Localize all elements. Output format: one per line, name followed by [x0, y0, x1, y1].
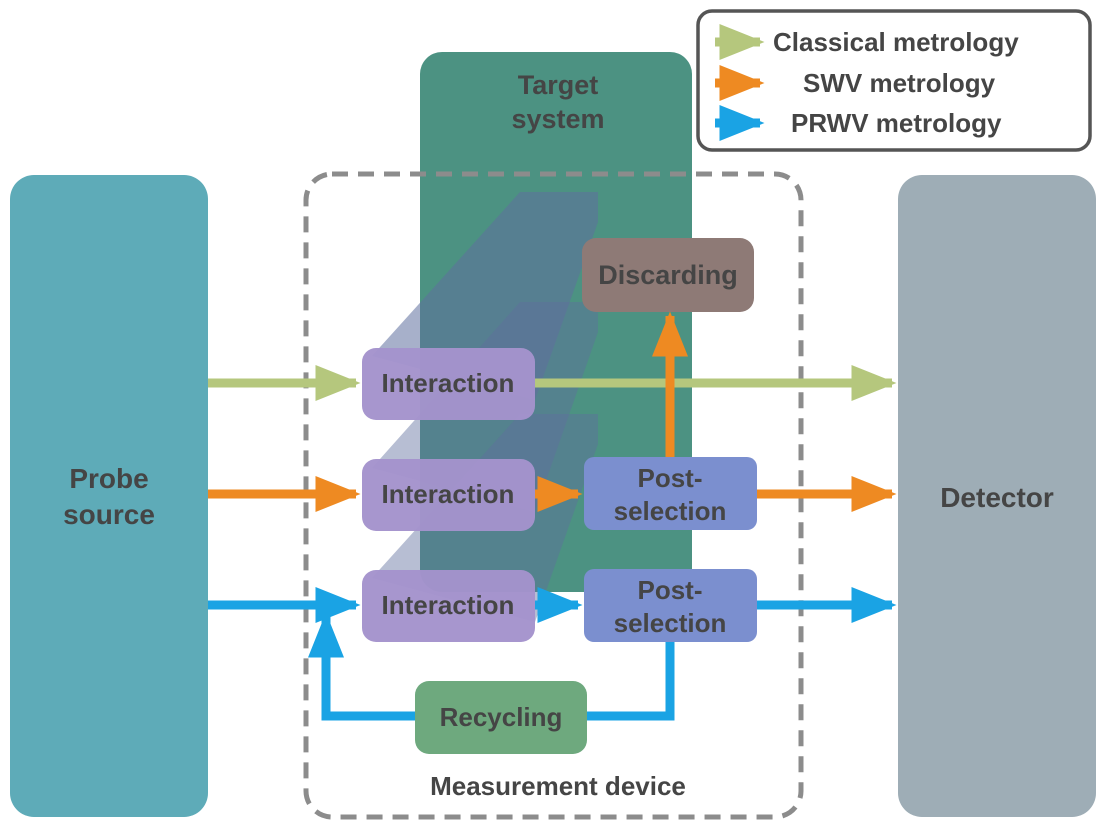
detector-block: Detector: [898, 175, 1096, 817]
post-selection-swv-line1: Post-: [638, 463, 703, 493]
probe-source-label-line1: Probe: [69, 463, 148, 494]
legend-label-swv: SWV metrology: [803, 68, 996, 98]
legend-label-prwv: PRWV metrology: [791, 108, 1002, 138]
swv-path: [208, 311, 897, 512]
legend-item-prwv: PRWV metrology: [715, 105, 1002, 141]
measurement-device-label: Measurement device: [430, 771, 686, 801]
legend: Classical metrology SWV metrology PRWV m…: [696, 9, 1092, 152]
interaction-label-swv: Interaction: [382, 479, 515, 509]
discarding-block: Discarding: [582, 238, 754, 312]
probe-source-label-line2: source: [63, 499, 155, 530]
prwv-loop-back: [308, 612, 415, 721]
recycling-label: Recycling: [440, 702, 563, 732]
detector-label: Detector: [940, 482, 1054, 513]
target-system-label-line1: Target: [518, 70, 599, 100]
post-selection-swv-line2: selection: [614, 496, 727, 526]
interaction-label-classical: Interaction: [382, 368, 515, 398]
legend-item-swv: SWV metrology: [715, 65, 996, 101]
interaction-block-swv: Interaction: [362, 459, 535, 531]
post-selection-block-swv: Post- selection: [584, 457, 757, 530]
post-selection-prwv-line2: selection: [614, 608, 727, 638]
interaction-block-classical: Interaction: [362, 348, 535, 420]
probe-source-block: Probe source: [10, 175, 208, 817]
measurement-device-frame: [303, 171, 804, 820]
post-selection-block-prwv: Post- selection: [584, 569, 757, 642]
interaction-block-prwv: Interaction: [362, 570, 535, 642]
recycling-block: Recycling: [415, 681, 587, 754]
legend-label-classical: Classical metrology: [773, 27, 1019, 57]
target-system-label-line2: system: [511, 104, 604, 134]
prwv-path: [208, 587, 897, 721]
discarding-label: Discarding: [598, 260, 738, 290]
interaction-label-prwv: Interaction: [382, 590, 515, 620]
prwv-loop-to-recycling: [587, 642, 675, 721]
post-selection-prwv-line1: Post-: [638, 575, 703, 605]
legend-item-classical: Classical metrology: [715, 24, 1019, 60]
